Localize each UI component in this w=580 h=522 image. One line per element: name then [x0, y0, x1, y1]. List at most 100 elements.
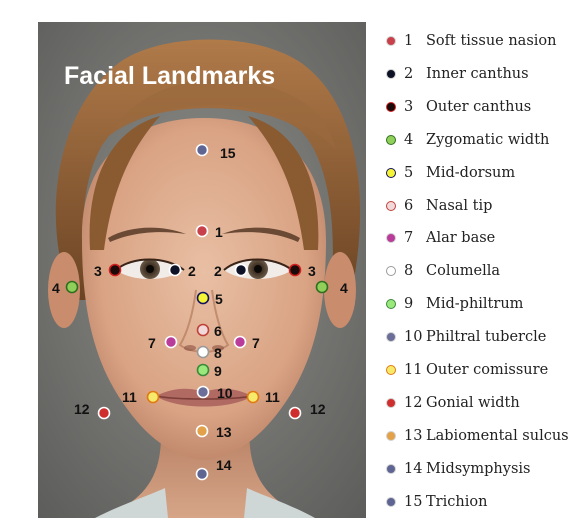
landmark-marker-13: [197, 426, 208, 437]
legend-number: 15: [404, 494, 426, 510]
landmark-marker-14: [197, 469, 208, 480]
landmark-marker-3: [290, 265, 301, 276]
legend-name: Philtral tubercle: [426, 329, 546, 345]
landmark-number-12: 12: [310, 401, 326, 417]
legend-number: 7: [404, 230, 426, 246]
legend-name: Inner canthus: [426, 66, 529, 82]
landmark-number-9: 9: [214, 363, 222, 379]
legend-number: 11: [404, 362, 426, 378]
landmark-number-13: 13: [216, 424, 232, 440]
legend-number: 2: [404, 66, 426, 82]
landmark-number-11: 11: [265, 389, 280, 405]
legend-number: 13: [404, 428, 426, 444]
legend-name: Zygomatic width: [426, 132, 549, 148]
legend-number: 12: [404, 395, 426, 411]
legend-number: 5: [404, 165, 426, 181]
landmark-number-11: 11: [122, 389, 137, 405]
legend-marker-icon: [386, 266, 396, 276]
legend-marker-icon: [386, 168, 396, 178]
landmark-number-14: 14: [216, 457, 232, 473]
landmark-number-2: 2: [188, 263, 196, 279]
landmark-number-8: 8: [214, 345, 222, 361]
landmark-number-3: 3: [94, 263, 102, 279]
landmark-marker-10: [198, 387, 209, 398]
legend-marker-icon: [386, 299, 396, 309]
legend-marker-icon: [386, 135, 396, 145]
legend-item-2: 2Inner canthus: [386, 63, 529, 85]
legend-number: 3: [404, 99, 426, 115]
legend-number: 1: [404, 33, 426, 49]
landmark-number-2: 2: [214, 263, 222, 279]
legend-name: Alar base: [426, 230, 495, 246]
landmark-marker-4: [317, 282, 328, 293]
landmark-marker-5: [198, 293, 209, 304]
legend-name: Labiomental sulcus: [426, 428, 569, 444]
landmark-marker-8: [198, 347, 209, 358]
legend-marker-icon: [386, 365, 396, 375]
landmark-marker-11: [148, 392, 159, 403]
legend-name: Columella: [426, 263, 500, 279]
landmark-marker-4: [67, 282, 78, 293]
landmark-marker-9: [198, 365, 209, 376]
legend-marker-icon: [386, 36, 396, 46]
landmark-number-3: 3: [308, 263, 316, 279]
landmark-number-7: 7: [252, 335, 260, 351]
legend-number: 9: [404, 296, 426, 312]
legend-marker-icon: [386, 233, 396, 243]
landmark-number-6: 6: [214, 323, 222, 339]
diagram-title: Facial Landmarks: [64, 62, 275, 90]
legend-name: Soft tissue nasion: [426, 33, 556, 49]
legend-number: 8: [404, 263, 426, 279]
legend-marker-icon: [386, 201, 396, 211]
legend-item-1: 1Soft tissue nasion: [386, 30, 556, 52]
landmark-marker-11: [248, 392, 259, 403]
legend-item-8: 8Columella: [386, 260, 500, 282]
legend-marker-icon: [386, 497, 396, 507]
landmark-number-12: 12: [74, 401, 90, 417]
legend-number: 10: [404, 329, 426, 345]
landmark-marker-15: [197, 145, 208, 156]
legend-name: Mid-philtrum: [426, 296, 523, 312]
landmark-number-4: 4: [340, 280, 348, 296]
legend-name: Trichion: [426, 494, 487, 510]
landmark-number-15: 15: [220, 145, 236, 161]
landmark-number-1: 1: [215, 224, 223, 240]
landmark-marker-3: [110, 265, 121, 276]
legend-name: Midsymphysis: [426, 461, 530, 477]
legend-marker-icon: [386, 398, 396, 408]
landmark-marker-7: [235, 337, 246, 348]
legend-name: Gonial width: [426, 395, 520, 411]
legend-marker-icon: [386, 332, 396, 342]
legend-marker-icon: [386, 464, 396, 474]
landmark-marker-2: [170, 265, 181, 276]
legend-marker-icon: [386, 431, 396, 441]
legend-number: 14: [404, 461, 426, 477]
legend-marker-icon: [386, 69, 396, 79]
landmark-number-10: 10: [217, 385, 233, 401]
landmark-marker-12: [290, 408, 301, 419]
legend-name: Mid-dorsum: [426, 165, 515, 181]
legend-number: 4: [404, 132, 426, 148]
landmark-marker-12: [99, 408, 110, 419]
landmark-marker-6: [198, 325, 209, 336]
legend-number: 6: [404, 198, 426, 214]
landmark-marker-1: [197, 226, 208, 237]
